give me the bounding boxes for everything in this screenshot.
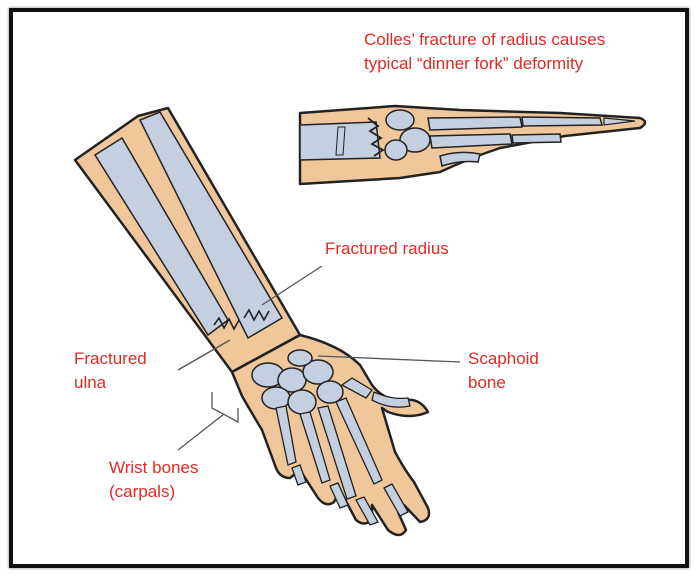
wrist-bones-line2: (carpals) [109, 482, 176, 501]
fractured-ulna-line2: ulna [74, 373, 107, 392]
forearm-hand [73, 106, 431, 537]
scaphoid-line1: Scaphoid [468, 349, 539, 368]
leader-scaphoid [317, 355, 461, 363]
leader-fractured-radius [261, 265, 323, 306]
fractured-ulna-label: Fractured ulna [74, 347, 147, 395]
fractured-radius-label: Fractured radius [325, 239, 449, 258]
colles-caption-line2: typical “dinner fork” deformity [364, 54, 584, 73]
wrist-bones-label: Wrist bones (carpals) [109, 456, 198, 504]
scaphoid-line2: bone [468, 373, 506, 392]
leader-lines [177, 265, 461, 451]
colles-caption: Colles’ fracture of radius causes typica… [364, 28, 605, 76]
dinner-fork-hand [298, 104, 647, 186]
leader-fractured-ulna [177, 339, 231, 371]
leader-wrist-bracket [211, 392, 239, 424]
colles-caption-line1: Colles’ fracture of radius causes [364, 30, 606, 49]
leader-wrist-bones [177, 413, 225, 451]
fractured-ulna-line1: Fractured [74, 349, 147, 368]
wrist-bones-line1: Wrist bones [109, 458, 199, 477]
frame-border [9, 8, 689, 568]
scaphoid-label: Scaphoid bone [468, 347, 539, 395]
